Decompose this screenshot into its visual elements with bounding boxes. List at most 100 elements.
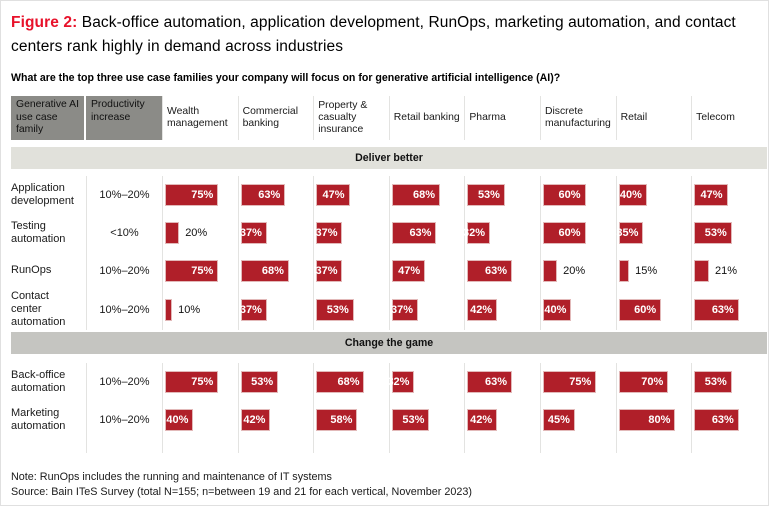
bar xyxy=(694,260,710,283)
bar-cell: 68% xyxy=(237,252,314,291)
bar: 42% xyxy=(240,409,271,432)
bar-cell: 75% xyxy=(162,252,238,291)
bar-cell: 68% xyxy=(313,363,389,402)
bar-value-label: 45% xyxy=(547,414,570,427)
bar: 32% xyxy=(463,222,491,245)
bar-cell: 47% xyxy=(313,176,389,215)
bar: 60% xyxy=(542,222,586,245)
bar-cell: 40% xyxy=(615,176,692,215)
bar-cell: 47% xyxy=(691,176,767,215)
bar-value-label: 10% xyxy=(178,303,201,316)
spacer-cell xyxy=(539,439,616,454)
productivity-value: 10%–20% xyxy=(86,290,162,330)
productivity-value: 10%–20% xyxy=(86,363,162,402)
bar: 53% xyxy=(316,298,354,321)
bar: 60% xyxy=(618,298,662,321)
figure-title-text: Back-office automation, application deve… xyxy=(11,14,736,56)
bar-value-label: 75% xyxy=(191,265,214,278)
bar-cell: 42% xyxy=(464,401,540,440)
bar: 68% xyxy=(240,260,289,283)
bar: 42% xyxy=(467,409,498,432)
bar-cell: 58% xyxy=(313,401,389,440)
bar: 75% xyxy=(165,184,219,207)
bar-cell: 75% xyxy=(162,363,238,402)
bar-cell: 63% xyxy=(691,401,767,440)
bar: 75% xyxy=(542,371,597,394)
bar-value-label: 63% xyxy=(485,265,508,278)
bar xyxy=(542,260,558,283)
spacer-cell xyxy=(615,439,692,454)
bar-value-label: 63% xyxy=(258,189,281,202)
table-footer-spacer xyxy=(11,439,767,454)
section-band: Change the game xyxy=(11,332,767,355)
spacer-cell xyxy=(237,439,314,454)
column-header-commercial-banking: Commercial banking xyxy=(237,96,314,141)
corner-header-cell: Generative AI use case family xyxy=(11,96,84,141)
bar-value-label: 68% xyxy=(337,376,360,389)
bar-value-label: 68% xyxy=(261,265,284,278)
bar-cell: 63% xyxy=(388,214,465,253)
bar-cell: 45% xyxy=(539,401,616,440)
bar-cell: 37% xyxy=(237,290,314,330)
bar-cell: 53% xyxy=(237,363,314,402)
bar: 75% xyxy=(165,260,219,283)
bar-value-label: 40% xyxy=(619,189,642,202)
section-band: Deliver better xyxy=(11,147,767,170)
bar: 47% xyxy=(391,260,426,283)
bar-cell: 63% xyxy=(691,290,767,330)
bar-value-label: 35% xyxy=(616,227,639,240)
spacer-cell xyxy=(691,439,767,454)
bar: 80% xyxy=(618,409,676,432)
bar-value-label: 47% xyxy=(700,189,723,202)
bar: 63% xyxy=(467,371,513,394)
corner-header-cell: Productivity increase xyxy=(86,96,162,141)
bar: 75% xyxy=(165,371,219,394)
bar-value-label: 60% xyxy=(558,227,581,240)
bar: 63% xyxy=(694,298,739,321)
row-label: Application development xyxy=(11,181,74,208)
bar-cell: 75% xyxy=(539,363,616,402)
bar-value-label: 68% xyxy=(413,189,436,202)
bar-value-label: 20% xyxy=(563,265,586,278)
bar-cell: 32% xyxy=(463,214,540,253)
bar-value-label: 75% xyxy=(569,376,592,389)
bar-value-label: 53% xyxy=(704,376,727,389)
bar-value-label: 80% xyxy=(648,414,671,427)
bar: 60% xyxy=(542,184,586,207)
bar-value-label: 42% xyxy=(243,414,266,427)
bar: 68% xyxy=(316,371,365,394)
productivity-value: 10%–20% xyxy=(86,176,162,215)
bar-value-label: 47% xyxy=(398,265,421,278)
bar-value-label: 53% xyxy=(477,189,500,202)
bar: 47% xyxy=(316,184,350,207)
bar-value-label: 42% xyxy=(470,414,493,427)
bar-value-label: 37% xyxy=(239,227,262,240)
spacer-cell xyxy=(86,439,162,454)
bar-value-label: 21% xyxy=(715,265,738,278)
bar: 37% xyxy=(239,222,267,245)
column-header-wealth-management: Wealth management xyxy=(162,96,238,141)
bar-cell: 63% xyxy=(464,252,540,291)
productivity-value: 10%–20% xyxy=(86,401,162,440)
bar-value-label: 63% xyxy=(409,227,432,240)
bar-cell: 37% xyxy=(313,252,389,291)
bar-cell: 37% xyxy=(313,214,389,253)
bar-value-label: 53% xyxy=(704,227,727,240)
bar-cell: 68% xyxy=(388,176,465,215)
spacer-cell xyxy=(11,439,86,453)
bar-value-label: 63% xyxy=(485,376,508,389)
bar-value-label: 37% xyxy=(315,227,338,240)
bar: 45% xyxy=(542,409,575,432)
bar: 53% xyxy=(467,184,505,207)
bar-cell: 10% xyxy=(162,290,238,330)
note-line: Note: RunOps includes the running and ma… xyxy=(11,471,332,484)
bar: 42% xyxy=(467,298,498,321)
column-header-discrete-manufacturing: Discrete manufacturing xyxy=(539,96,616,141)
table-row: Testing automation<10%20%37%37%63%32%60%… xyxy=(11,214,767,253)
bar-cell: 37% xyxy=(237,214,314,253)
bar-value-label: 15% xyxy=(635,265,658,278)
bar-value-label: 40% xyxy=(166,414,189,427)
